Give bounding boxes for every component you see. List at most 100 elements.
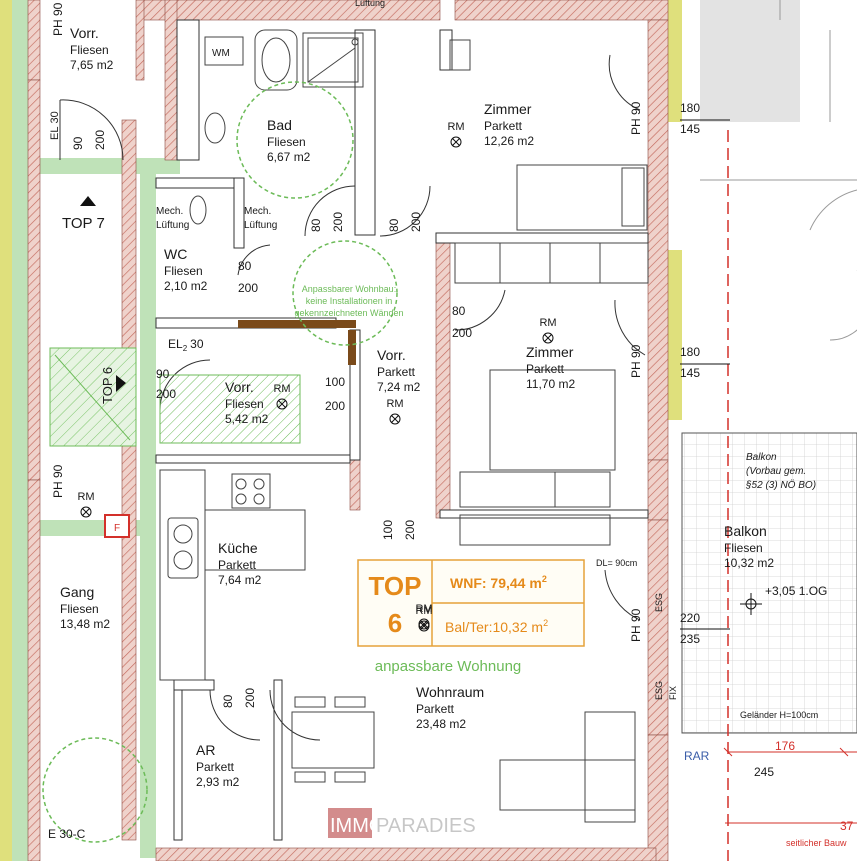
door-dim-8: 80 [452,304,466,318]
ph-z1-label: PH 90 [629,101,643,135]
top6-marker [116,375,126,392]
e30c-label: E 30-C [48,827,86,841]
right-facade-strip [668,0,682,122]
room-name-bad: Bad [267,117,292,133]
rm-symbol-2 [276,398,288,410]
room-floor-balkon: Fliesen [724,541,763,555]
level-mark [740,593,762,615]
room-area-vorr-main: 7,24 m2 [377,380,421,394]
rm-mark-3: RM [386,398,403,410]
room-area-kueche: 7,64 m2 [218,573,262,587]
green-walls [12,0,180,861]
el-label-b: 30 [49,111,61,123]
esg-label-2: ESG [654,681,664,700]
room-name-vorr-top: Vorr. [70,25,99,41]
fix-label: FIX [668,686,678,700]
door-dim-7: 200 [238,281,258,295]
el-label-a: EL [49,127,61,140]
rm-symbol-0 [450,136,462,148]
room-name-vorr-small: Vorr. [225,379,254,395]
rm-mark-6: RM [415,603,432,615]
top7-marker [80,196,96,206]
rm-symbol-3 [389,413,401,425]
adapt-note-3: gekennzeichneten Wänden [294,308,403,318]
balkon-note-2: (Vorbau gem. [746,466,806,477]
top6-entrance-zone [49,347,137,447]
svg-text:Bal/Ter:10,32 m2: Bal/Ter:10,32 m2 [445,618,548,635]
room-name-balkon: Balkon [724,523,767,539]
unit-top-number: 6 [388,608,402,638]
mech1-line2: Lüftung [156,220,189,231]
door-dim-14: 100 [381,520,395,540]
room-floor-zimmer-1: Parkett [484,119,523,133]
unit-balter-sup: 2 [543,618,548,628]
rm-cross-b-5 [82,508,90,516]
rm-cross-b-2 [278,400,286,408]
room-floor-kueche: Parkett [218,558,257,572]
room-area-zimmer-2: 11,70 m2 [526,377,575,391]
room-floor-ar: Parkett [196,760,235,774]
unit-balter: Bal/Ter:10,32 m [445,619,543,635]
rm-mark-4: RM [415,605,432,617]
left-facade-strip [0,0,12,861]
rm-symbol-6 [418,618,430,630]
watermark-brand-a: IMMO [330,815,384,837]
rm-symbol-5 [80,506,92,518]
balcony-area [681,432,857,734]
room-area-vorr-small: 5,42 m2 [225,412,269,426]
room-name-wc: WC [164,246,187,262]
rm-cross-b-6 [420,620,428,628]
room-name-wohnraum: Wohnraum [416,684,484,700]
room-area-balkon: 10,32 m2 [724,556,774,570]
rm-mark-5: RM [77,491,94,503]
window-dim-4: 220 [680,611,700,625]
unit-wnf-sup: 2 [542,574,547,584]
adaptive-zones [42,81,398,843]
door-dim-11: 200 [156,387,176,401]
room-name-vorr-main: Vorr. [377,347,406,363]
unit-adaptive-label: anpassbare Wohnung [375,658,522,675]
fire-marker-label: F [114,523,120,534]
vorr-zone [159,374,301,444]
room-floor-zimmer-2: Parkett [526,362,565,376]
ph-wohn-label: PH 90 [629,608,643,642]
room-area-wohnraum: 23,48 m2 [416,717,466,731]
mech1-line1: Mech. [156,206,183,217]
watermark: IMMO PARADIES [328,808,476,838]
door-dim-5: 200 [409,212,423,232]
red-dim-2: 37 [840,819,854,833]
window-dim-3: 145 [680,366,700,380]
door-dim-16: 80 [221,694,235,708]
red-dimensions [723,747,857,824]
room-area-bad: 6,67 m2 [267,150,311,164]
door-dim-17: 200 [243,688,257,708]
room-area-wc: 2,10 m2 [164,279,208,293]
rm-mark-0: RM [447,121,464,133]
rm-cross-b-0 [452,138,460,146]
rm-mark-2: RM [273,383,290,395]
ph-gang-label: PH 90 [51,464,65,498]
outside-lines [700,0,857,341]
door-dim-0: 90 [71,136,85,150]
ph-z2-label: PH 90 [629,344,643,378]
el2-label-sub: 2 [183,344,188,353]
window-dim-0: 180 [680,101,700,115]
luftung-top-label: Lüftung [355,0,385,8]
seitlicher-label: seitlicher Bauw [786,838,847,848]
misc-labels: TOP 7 TOP 6 WM Mech. Lüftung Mech. Lüftu… [48,0,847,848]
rar-label: RAR [684,749,710,763]
rm-mark-1: RM [539,317,556,329]
rm-cross-b-1 [544,334,552,342]
room-floor-wohnraum: Parkett [416,702,455,716]
mech2-line2: Lüftung [244,220,277,231]
top6-vertical-label: TOP 6 [100,367,115,404]
door-dim-1: 200 [93,130,107,150]
og-label: +3,05 1.OG [765,584,827,598]
room-floor-gang: Fliesen [60,602,99,616]
room-area-zimmer-1: 12,26 m2 [484,134,534,148]
